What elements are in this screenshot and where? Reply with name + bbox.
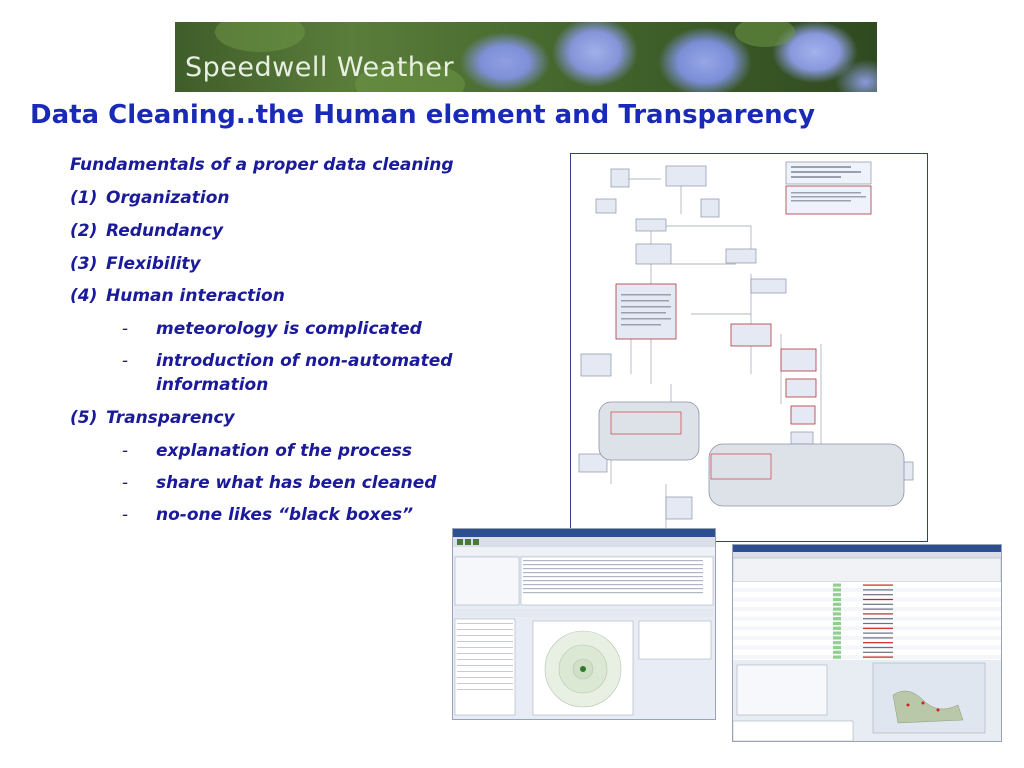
cell-text bbox=[863, 598, 893, 601]
item-text: Redundancy bbox=[106, 221, 224, 241]
cell-text bbox=[863, 646, 893, 649]
sub-dash: - bbox=[122, 505, 129, 525]
cell-text bbox=[863, 622, 893, 625]
subitem-text: information bbox=[156, 375, 269, 395]
sub-dash: - bbox=[122, 441, 129, 461]
status-cell bbox=[833, 593, 841, 597]
status-cell bbox=[833, 626, 841, 630]
status-cell bbox=[833, 621, 841, 626]
cell-text bbox=[863, 603, 893, 605]
subitem-text: meteorology is complicated bbox=[156, 319, 422, 339]
status-cell bbox=[833, 607, 841, 611]
cell-text bbox=[863, 637, 893, 639]
status-cell bbox=[833, 612, 841, 616]
item-text: Human interaction bbox=[106, 286, 285, 306]
item-number: (2) bbox=[70, 221, 98, 241]
cell-text bbox=[863, 627, 893, 629]
station-table-screenshot bbox=[732, 544, 1002, 742]
cell-text bbox=[863, 656, 893, 658]
status-cell bbox=[833, 641, 841, 645]
cell-text bbox=[863, 608, 893, 610]
item-number: (4) bbox=[70, 286, 98, 306]
cell-text bbox=[863, 651, 893, 653]
speedwell-banner: Speedwell Weather bbox=[175, 22, 877, 92]
process-flowchart-image bbox=[570, 153, 928, 542]
subitem-text: share what has been cleaned bbox=[156, 473, 437, 493]
cell-text bbox=[863, 618, 893, 620]
cell-text bbox=[863, 594, 893, 596]
leaf-decoration bbox=[215, 22, 305, 52]
cell-text bbox=[863, 584, 893, 586]
leaf-decoration bbox=[735, 22, 795, 47]
manual-cleaning-screenshot bbox=[452, 528, 716, 720]
status-cell bbox=[833, 617, 841, 621]
cell-text bbox=[863, 642, 893, 644]
status-cell bbox=[833, 655, 841, 659]
bullet-heading: Fundamentals of a proper data cleaning bbox=[70, 155, 454, 175]
status-cell bbox=[833, 588, 841, 592]
cell-text bbox=[863, 589, 893, 591]
subitem-text: explanation of the process bbox=[156, 441, 412, 461]
sub-dash: - bbox=[122, 319, 129, 339]
status-cell bbox=[833, 650, 841, 654]
status-cell bbox=[833, 645, 841, 650]
item-text: Transparency bbox=[106, 408, 235, 428]
item-number: (1) bbox=[70, 188, 98, 208]
sub-dash: - bbox=[122, 473, 129, 493]
status-cell bbox=[833, 602, 841, 606]
screenshot-drawing bbox=[453, 529, 715, 716]
cell-text bbox=[863, 613, 893, 615]
flowchart-drawing bbox=[578, 161, 914, 541]
cell-text bbox=[863, 632, 893, 634]
leaf-decoration bbox=[355, 62, 465, 92]
status-cell bbox=[833, 597, 841, 602]
banner-title: Speedwell Weather bbox=[185, 52, 455, 83]
subitem-text: no-one likes “black boxes” bbox=[156, 505, 414, 525]
screenshot-drawing bbox=[733, 545, 1001, 741]
subitem-text: introduction of non-automated bbox=[156, 351, 453, 371]
status-cell bbox=[833, 636, 841, 640]
sub-dash: - bbox=[122, 351, 129, 371]
item-number: (3) bbox=[70, 254, 98, 274]
status-cell bbox=[833, 583, 841, 587]
slide-title: Data Cleaning..the Human element and Tra… bbox=[30, 100, 816, 130]
item-text: Flexibility bbox=[106, 254, 201, 274]
item-number: (5) bbox=[70, 408, 98, 428]
status-cell bbox=[833, 631, 841, 635]
item-text: Organization bbox=[106, 188, 230, 208]
